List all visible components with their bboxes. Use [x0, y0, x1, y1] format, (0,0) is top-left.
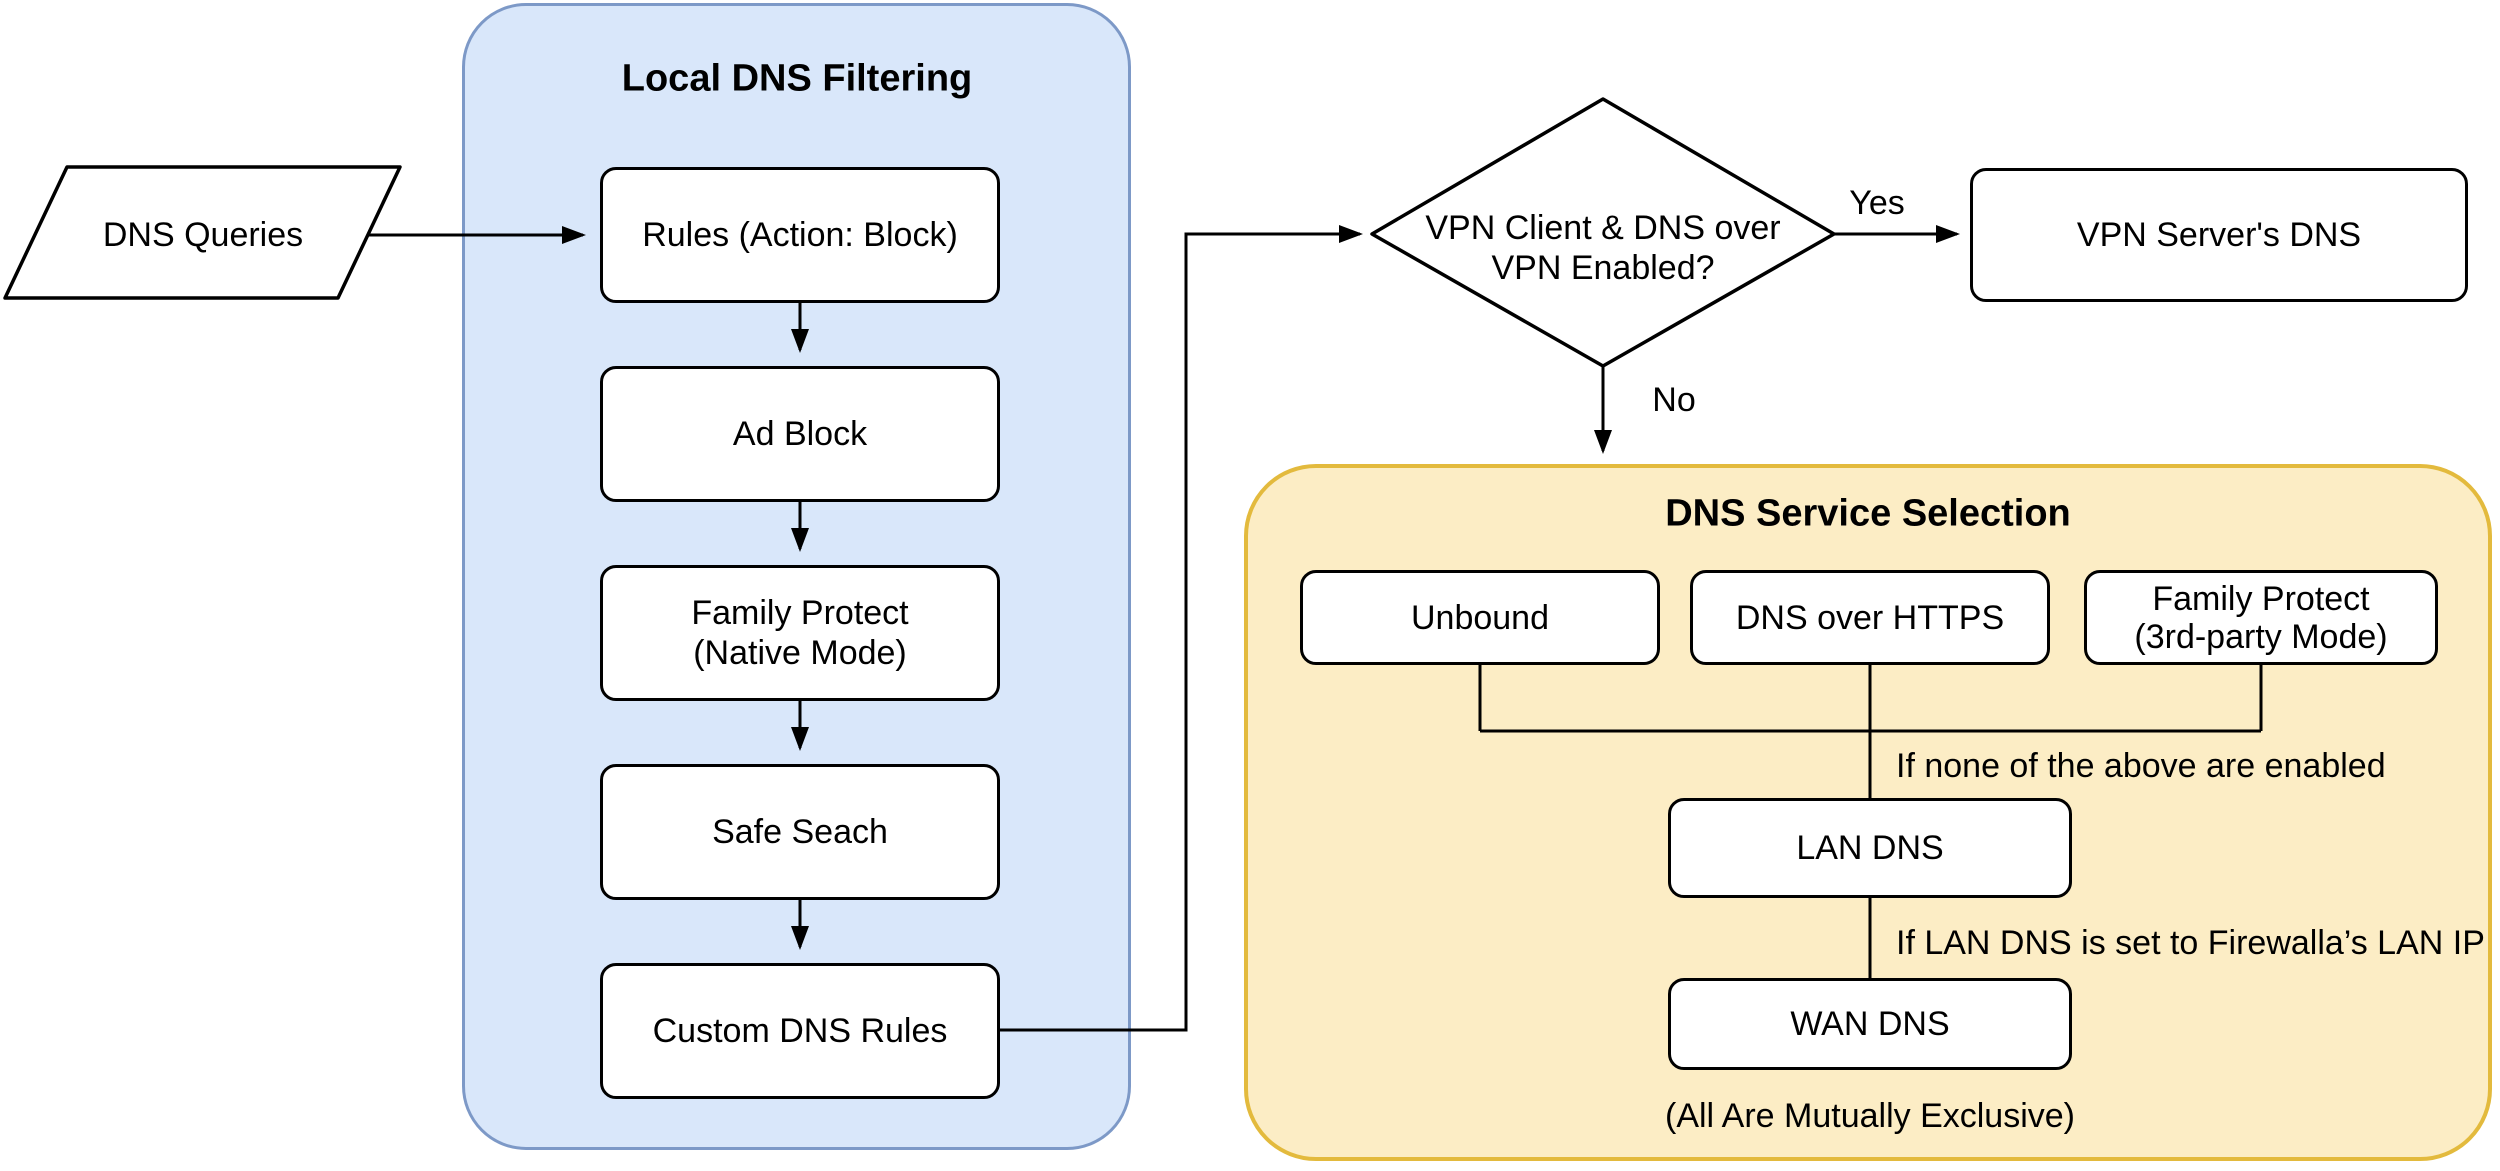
mutually-exclusive-note: (All Are Mutually Exclusive): [1664, 1097, 2076, 1135]
decision-label: VPN Client & DNS over VPN Enabled?: [1425, 209, 1781, 287]
wan-dns-box: WAN DNS: [1668, 978, 2072, 1070]
lan-dns-box: LAN DNS: [1668, 798, 2072, 898]
family-protect-3rdparty-box: Family Protect (3rd-party Mode): [2084, 570, 2438, 665]
dns-queries-shape: [3, 165, 402, 300]
yes-label: Yes: [1849, 184, 1905, 222]
no-label: No: [1652, 381, 1696, 419]
unbound-box: Unbound: [1300, 570, 1660, 665]
rules-action-block-box: Rules (Action: Block): [600, 167, 1000, 303]
vpn-servers-dns-box: VPN Server's DNS: [1970, 168, 2468, 302]
condition-lan-dns-label: If LAN DNS is set to Firewalla’s LAN IP: [1896, 924, 2485, 962]
edge-custom-to-decision: [1000, 225, 1363, 1032]
dns-service-selection-title: DNS Service Selection: [1665, 492, 2071, 535]
family-protect-native-box: Family Protect (Native Mode): [600, 565, 1000, 701]
ad-block-box: Ad Block: [600, 366, 1000, 502]
custom-dns-rules-box: Custom DNS Rules: [600, 963, 1000, 1099]
condition-none-enabled-label: If none of the above are enabled: [1896, 747, 2386, 785]
dns-queries-label: DNS Queries: [102, 216, 304, 254]
local-dns-filtering-title: Local DNS Filtering: [621, 57, 973, 100]
safe-search-box: Safe Seach: [600, 764, 1000, 900]
edges: [368, 225, 2263, 1032]
dns-over-https-box: DNS over HTTPS: [1690, 570, 2050, 665]
